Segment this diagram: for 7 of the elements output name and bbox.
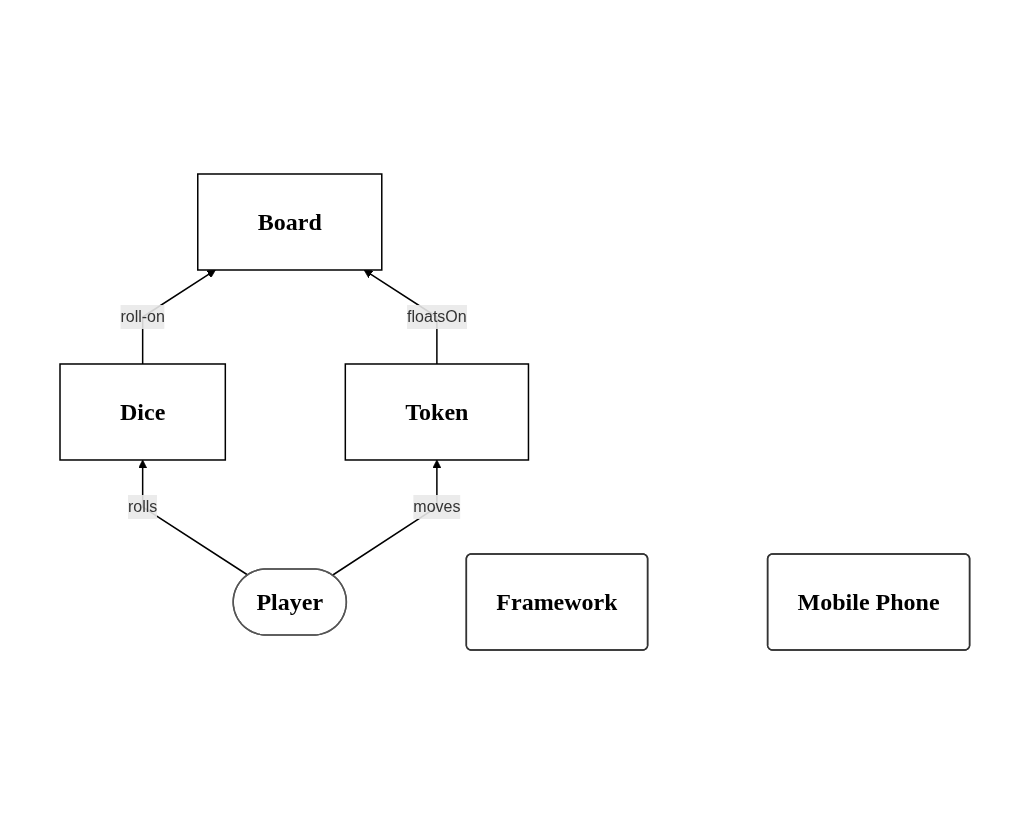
node-box: Token [344,363,530,461]
edge-label: floatsOn [407,308,467,325]
node-box: Dice [59,363,227,461]
node-box: Board [197,173,383,271]
edge-label: rolls [128,497,158,515]
edge-label: roll-on [120,308,166,325]
edge-label: moves [413,497,461,515]
